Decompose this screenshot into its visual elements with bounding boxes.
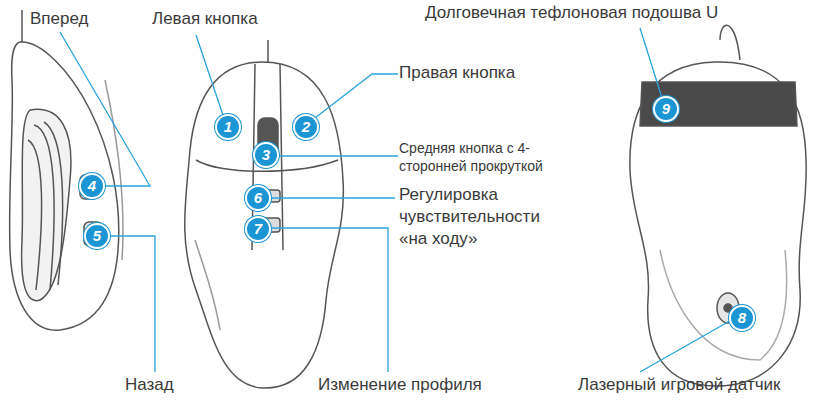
top-body (185, 62, 344, 388)
part-label: Изменение профиля (318, 374, 482, 395)
leader-line (278, 155, 398, 156)
cable (21, 10, 23, 42)
grip-panel (22, 109, 71, 300)
bottom-contour (660, 250, 787, 360)
grip-ridge (28, 140, 42, 290)
side-grip (195, 240, 220, 330)
bottom-view (630, 25, 806, 386)
grip-ridge (34, 125, 54, 290)
callout-number: 5 (84, 223, 110, 249)
callout-number: 9 (653, 96, 679, 122)
side-view (10, 10, 123, 330)
leader-line (640, 318, 735, 372)
leader-line (108, 236, 155, 372)
leader-line (315, 74, 398, 118)
callout-number: 4 (79, 173, 105, 199)
part-label: Назад (125, 374, 174, 395)
callout-number: 7 (245, 216, 271, 242)
top-view (185, 40, 344, 388)
leader-line (272, 197, 395, 198)
callout-number: 2 (293, 114, 319, 140)
leader-line (196, 35, 224, 118)
part-label: Средняя кнопка с 4-сторонней прокруткой (399, 140, 589, 175)
leader-line (272, 228, 388, 372)
callout-number: 3 (253, 142, 279, 168)
part-label: Регулировка чувствительности «на ходу» (399, 184, 549, 250)
leader-lines (60, 28, 735, 372)
callout-number: 8 (729, 305, 755, 331)
cable (267, 40, 269, 62)
part-label: Левая кнопка (152, 8, 258, 29)
leader-line (640, 28, 662, 98)
teflon-pad (640, 82, 797, 126)
side-body (10, 42, 119, 330)
bottom-body (630, 62, 806, 386)
part-label: Лазерный игровой датчик (578, 374, 780, 395)
callout-number: 1 (215, 114, 241, 140)
grip-ridge (44, 122, 63, 285)
callout-number: 6 (245, 185, 271, 211)
part-label: Вперед (30, 8, 88, 29)
cable (720, 25, 740, 60)
leader-line (60, 32, 150, 186)
part-label: Правая кнопка (399, 62, 515, 83)
part-label: Долговечная тефлоновая подошва U (425, 2, 718, 23)
